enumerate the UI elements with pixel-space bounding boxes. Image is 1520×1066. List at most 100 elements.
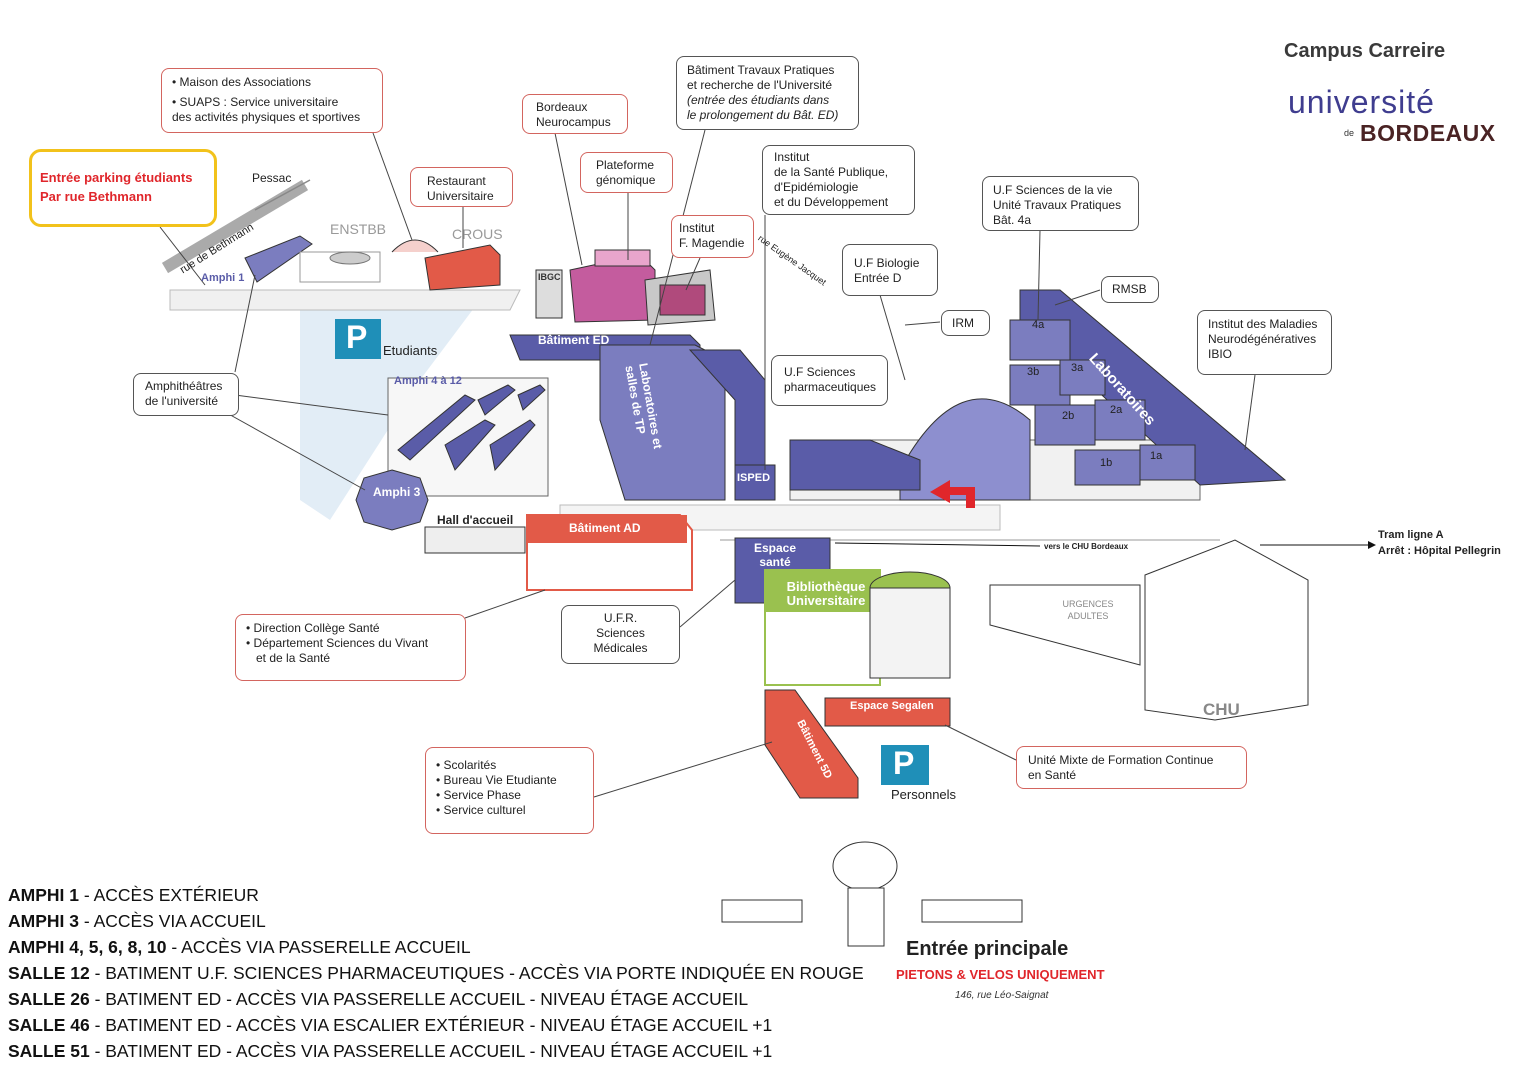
callout-line: U.F Sciences de la vie [993,183,1113,197]
urgences-building [989,584,1141,666]
callout-direction-college: • Direction Collège Santé • Département … [235,614,466,681]
legend-access: - BATIMENT ED - ACCÈS VIA PASSERELLE ACC… [89,1041,773,1061]
logo-de: de [1344,128,1355,138]
espace-segalen-building [824,697,951,727]
label-2b: 2b [1062,410,1075,422]
legend-row: SALLE 26 - BATIMENT ED - ACCÈS VIA PASSE… [8,986,864,1012]
legend-access: - BATIMENT U.F. SCIENCES PHARMACEUTIQUES… [89,963,864,983]
callout-line: Sciences [596,626,645,640]
label-isped: ISPED [737,472,771,484]
callout-line: • Direction Collège Santé [246,621,380,635]
callout-ufr-medicales: U.F.R. Sciences Médicales [561,605,680,664]
callout-magendie: Institut F. Magendie [671,215,754,258]
label-amphi4: Amphi 4 à 12 [394,375,462,387]
parking-etudiants-sign [335,319,381,359]
laboratoires-wing [1019,289,1287,486]
callout-line: Plateforme [596,158,655,172]
universite-bordeaux-logo: université de BORDEAUX [1288,86,1495,146]
callout-scolarites: • Scolarités • Bureau Vie Etudiante • Se… [425,747,594,834]
callout-line: • SUAPS : Service universitaire [172,95,339,109]
callout-line: • Service Phase [436,788,521,802]
bibliotheque-roof [765,570,880,612]
callout-neurocampus: Bordeaux Neurocampus [522,94,628,134]
callout-line: Universitaire [427,189,494,203]
amphi4-block4 [489,419,536,472]
logo-bordeaux: BORDEAUX [1360,120,1496,146]
callout-line: Restaurant [427,174,486,188]
batiment-ad-roof [527,515,687,543]
callout-line: le prolongement du Bât. ED) [687,108,839,122]
callout-line: et de la Santé [256,651,331,665]
legend-row: SALLE 51 - BATIMENT ED - ACCÈS VIA PASSE… [8,1038,864,1064]
crous-arch [391,239,439,253]
entrance-address: 146, rue Léo-Saignat [955,990,1049,1001]
callout-line: et recherche de l'Université [687,78,833,92]
callout-plateforme: Plateforme génomique [580,152,673,193]
callout-line: Bâtiment Travaux Pratiques [687,63,835,77]
callout-line: U.F Biologie [854,256,920,270]
chu-building [1144,539,1309,721]
legend-access: - BATIMENT ED - ACCÈS VIA ESCALIER EXTÉR… [89,1015,773,1035]
entrance-tower-shaft [847,887,885,947]
label-etudiants: Etudiants [383,343,438,358]
parking-personnels-sign [881,745,929,785]
callout-line: de l'université [145,394,218,408]
label-crous: CROUS [452,226,503,242]
callout-line: en Santé [1028,768,1077,782]
callout-line: et du Développement [774,195,889,209]
callout-line: Institut [679,221,715,235]
callout-line: (entrée des étudiants dans [687,93,830,107]
label-1a: 1a [1150,450,1163,462]
callout-line: • Scolarités [436,758,497,772]
legend-room: SALLE 46 [8,1015,90,1035]
label-1b: 1b [1100,457,1113,469]
plateforme-building [594,249,651,267]
label-tram-line: Tram ligne A [1378,529,1444,541]
legend-access: - BATIMENT ED - ACCÈS VIA PASSERELLE ACC… [89,989,749,1009]
label-2a: 2a [1110,404,1123,416]
legend-room: SALLE 51 [8,1041,90,1061]
callout-restaurant: Restaurant Universitaire [410,167,513,207]
legend-access: - ACCÈS VIA ACCUEIL [78,911,266,931]
callout-uf-biologie: U.F Biologie Entrée D [842,244,938,296]
label-amphi3: Amphi 3 [373,485,421,499]
legend-row: AMPHI 3 - ACCÈS VIA ACCUEIL [8,908,864,934]
callout-line: Bât. 4a [993,213,1032,227]
callout-batiment-tp: Bâtiment Travaux Pratiques et recherche … [676,56,859,130]
callout-line: • Département Sciences du Vivant [246,636,429,650]
entrance-title: Entrée principale [906,938,1069,960]
callout-line: Neurodégénératives [1208,332,1317,346]
label-personnels: Personnels [891,787,957,802]
callout-rmsb: RMSB [1101,276,1159,303]
amphi4-block3 [477,384,516,416]
parking-notice-line1: Entrée parking étudiants [40,170,193,185]
callout-line: Neurocampus [536,115,611,129]
label-3b: 3b [1027,366,1040,378]
callout-line: U.F.R. [603,611,638,625]
callout-isped: Institut de la Santé Publique, d'Epidémi… [762,145,915,215]
legend-room: SALLE 26 [8,989,90,1009]
label-parking-p: P [346,319,368,355]
labo-dome [899,398,1031,501]
label-pessac: Pessac [252,171,292,185]
arrow-vers-chu [834,542,1041,547]
rue-bethmann-road [161,179,309,274]
bibliotheque-tower [869,587,951,679]
callout-maison-associations: • Maison des Associations • SUAPS : Serv… [161,68,383,133]
callout-line: U.F Sciences [784,365,856,379]
labo-4a [1009,319,1071,361]
amphi4-block2 [444,419,496,471]
callout-line: Unité Travaux Pratiques [993,198,1122,212]
labo-1a [1139,444,1196,481]
callout-line: Bordeaux [536,100,588,114]
callout-line: • Maison des Associations [172,75,311,89]
callout-line: pharmaceutiques [784,380,877,394]
legend-room: AMPHI 4, 5, 6, 8, 10 [8,937,167,957]
callout-line: d'Epidémiologie [774,180,859,194]
entrance-wall-right [921,899,1023,923]
legend-access: - ACCÈS EXTÉRIEUR [78,885,259,905]
label-espace-segalen: Espace Segalen [850,700,934,712]
label-3a: 3a [1071,362,1084,374]
enstbb-building [299,251,381,283]
